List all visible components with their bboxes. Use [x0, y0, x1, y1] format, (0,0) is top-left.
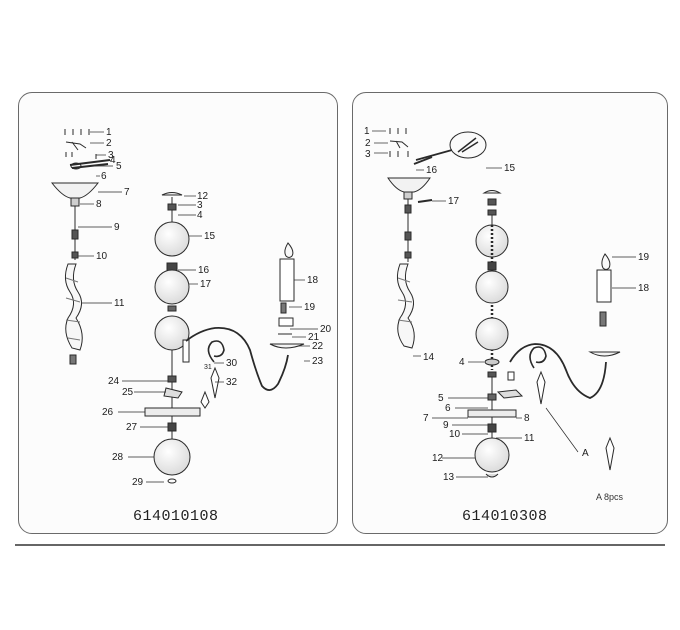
callout-label: 26: [102, 407, 114, 418]
callout-label: 3: [365, 149, 371, 160]
callout-label: 10: [96, 251, 108, 262]
callout-label: 19: [638, 252, 650, 263]
callout-label: 20: [320, 324, 332, 335]
right-callout-labels: 1 2 3 16 15 17 14 19 18 4 5 6 7 8 9 10 1…: [364, 126, 650, 483]
callout-label: 3: [197, 200, 203, 211]
callout-label: 11: [114, 298, 125, 309]
model-number-left: 614010108: [133, 508, 219, 525]
callout-label: 11: [524, 433, 535, 444]
callout-label: 3: [108, 150, 114, 161]
callout-label: 15: [504, 163, 516, 174]
callout-label: 21: [308, 332, 320, 343]
callout-label: 6: [445, 403, 451, 414]
callout-label: 30: [226, 358, 238, 369]
callout-label: 15: [204, 231, 216, 242]
callout-label: 5: [438, 393, 444, 404]
callout-label: 2: [106, 138, 112, 149]
callout-label: 16: [198, 265, 210, 276]
callout-label: 31: [204, 364, 212, 371]
callout-label: 4: [197, 210, 203, 221]
callout-label: 4: [110, 155, 116, 166]
crystal-quantity-note: A 8pcs: [596, 492, 624, 502]
callout-label: 12: [197, 191, 209, 202]
callout-label: 12: [432, 453, 444, 464]
callout-label: 27: [126, 422, 138, 433]
callout-label: 17: [200, 279, 212, 290]
left-leader-lines: [78, 131, 318, 483]
left-callout-labels: 1 2 3 4 5 6 7 8 9 10 11 12 3 4 15 16 17 …: [96, 127, 332, 488]
model-number-right: 614010308: [462, 508, 548, 525]
callout-label: A: [582, 448, 589, 459]
screw-icon: [64, 129, 90, 135]
callout-label: 32: [226, 377, 238, 388]
callout-label: 8: [524, 413, 530, 424]
callout-label: 4: [459, 357, 465, 368]
page-divider: [15, 544, 665, 546]
callout-label: 5: [116, 161, 122, 172]
right-leader-lines: [372, 130, 636, 478]
callout-label: 29: [132, 477, 144, 488]
callout-label: 17: [448, 196, 460, 207]
callout-label: 6: [101, 171, 107, 182]
callout-label: 18: [307, 275, 319, 286]
callout-label: 14: [423, 352, 435, 363]
callout-label: 2: [365, 138, 371, 149]
callout-label: 28: [112, 452, 124, 463]
left-chandelier-parts: [50, 129, 305, 484]
callout-label: 9: [443, 420, 449, 431]
callout-label: 13: [443, 472, 455, 483]
right-chandelier-parts: [387, 128, 621, 478]
callout-label: 23: [312, 356, 324, 367]
callout-label: 7: [423, 413, 429, 424]
callout-label: 1: [364, 126, 370, 137]
callout-label: 19: [304, 302, 316, 313]
callout-label: 16: [426, 165, 438, 176]
callout-label: 1: [106, 127, 112, 138]
callout-label: 8: [96, 199, 102, 210]
callout-label: 24: [108, 376, 120, 387]
callout-label: 10: [449, 429, 461, 440]
callout-label: 18: [638, 283, 650, 294]
callout-label: 9: [114, 222, 120, 233]
callout-label: 25: [122, 387, 134, 398]
callout-label: 22: [312, 341, 324, 352]
callout-label: 7: [124, 187, 130, 198]
